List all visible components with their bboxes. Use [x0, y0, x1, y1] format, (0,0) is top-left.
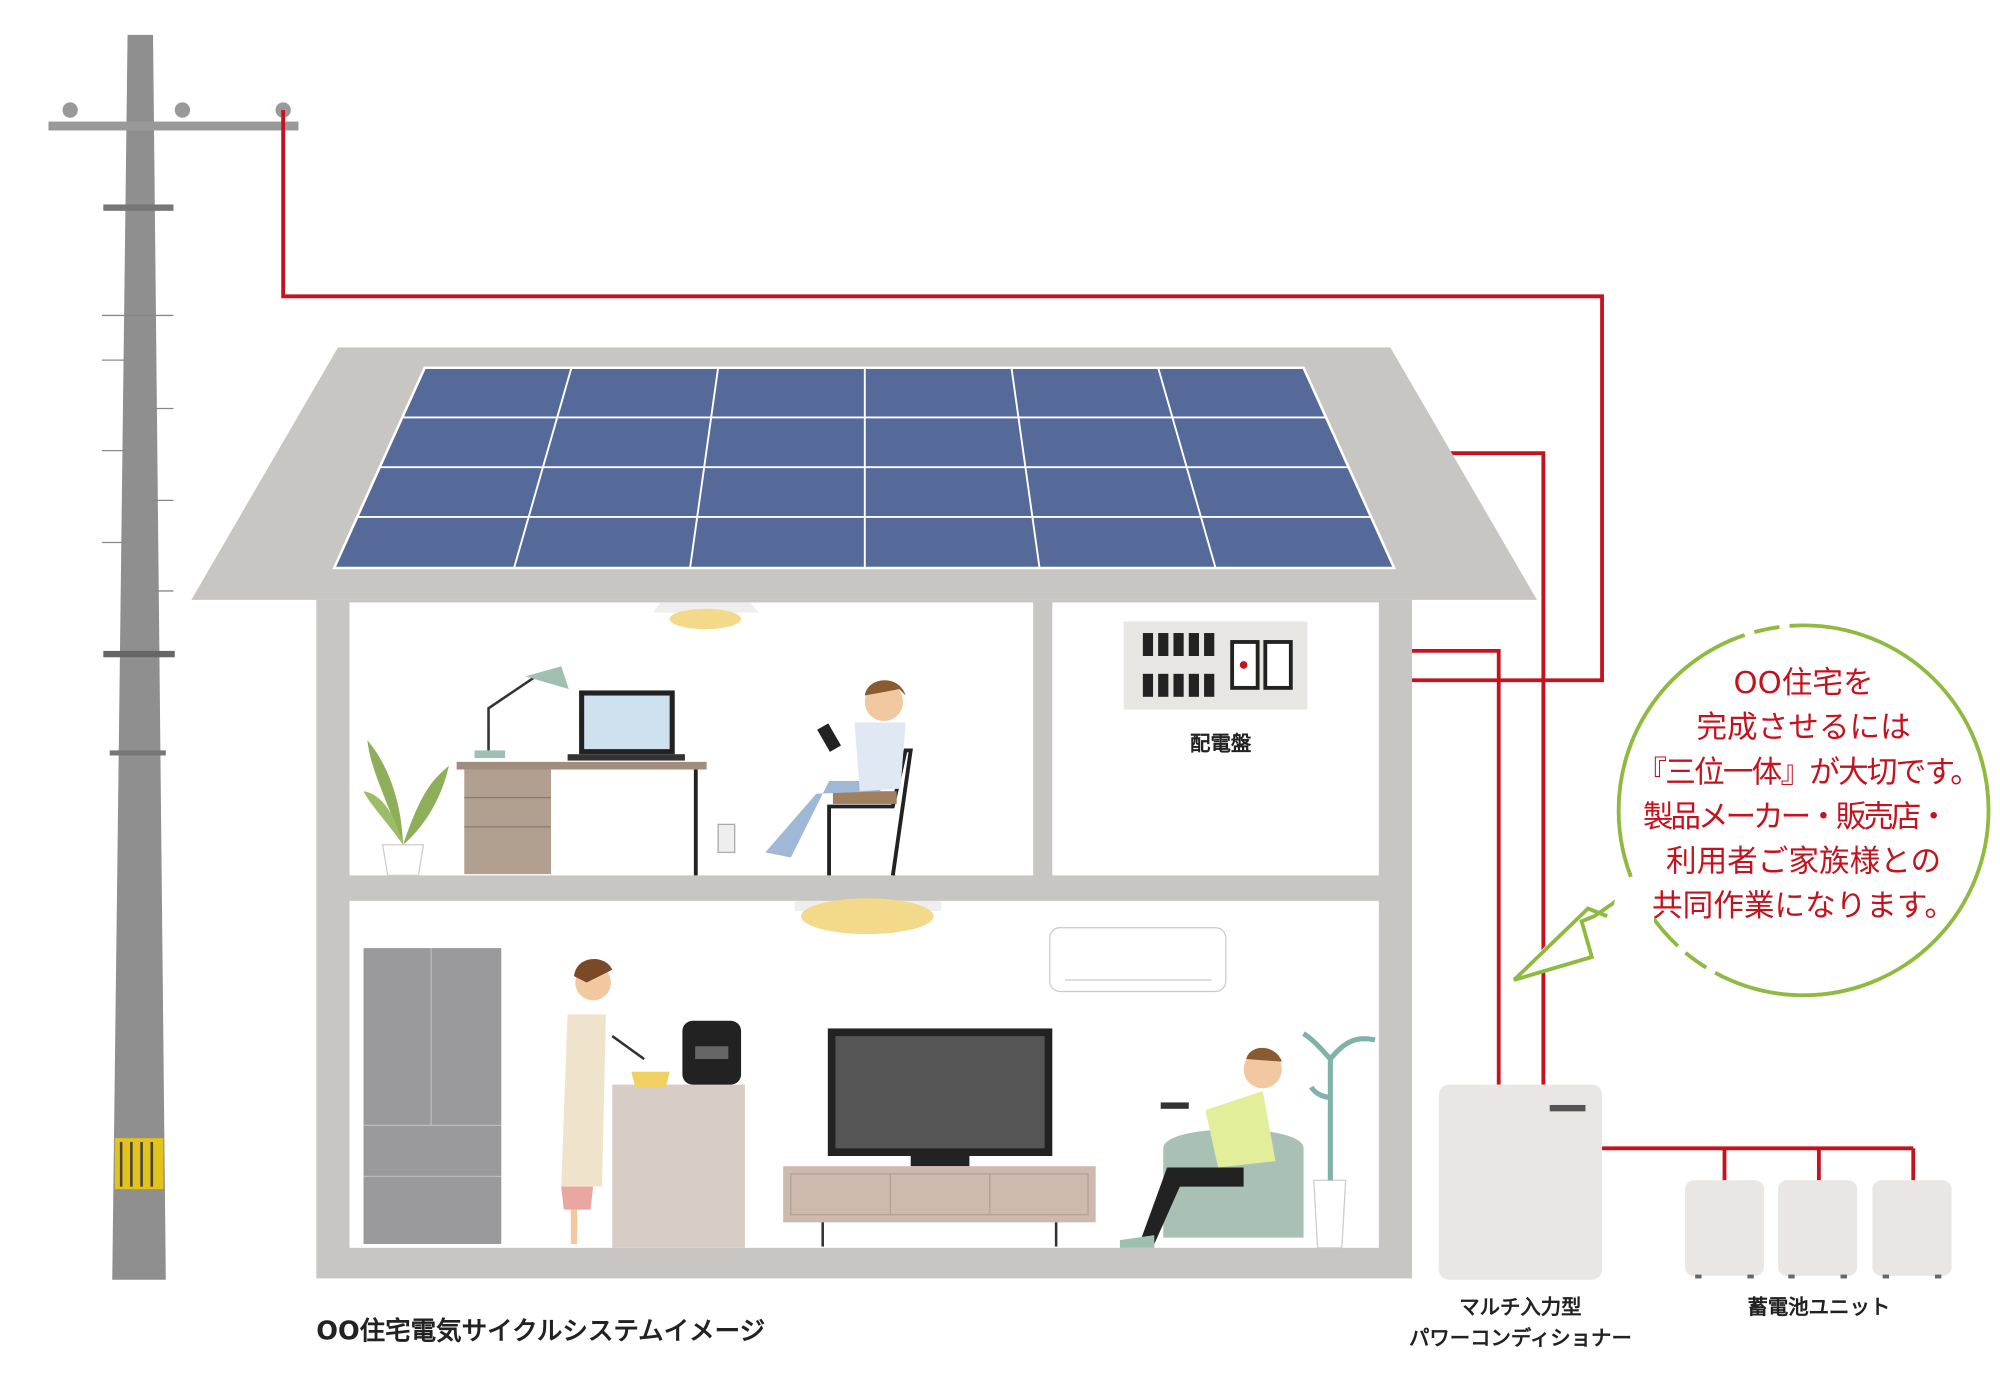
bubble-line-6: 共同作業になります。	[1652, 889, 1955, 924]
power-conditioner	[1438, 1084, 1603, 1280]
bubble-line-5: 利用者ご家族様との	[1666, 845, 1941, 880]
solar-panel	[332, 366, 1397, 570]
houseplant	[363, 740, 449, 877]
distribution-board	[1123, 621, 1308, 710]
bubble-line-4: 製品メーカー・販売店・	[1643, 800, 1949, 835]
television	[783, 1028, 1096, 1247]
speech-bubble: OO住宅を 完成させるには 『三位一体』が大切です。 製品メーカー・販売店・ 利…	[1512, 623, 2000, 1036]
battery-units	[1684, 1180, 1952, 1279]
ceiling-light-glow	[801, 898, 934, 935]
bubble-line-3: 『三位一体』が大切です。	[1636, 755, 1980, 790]
bubble-line-2: 完成させるには	[1696, 711, 1910, 746]
power-conditioner-label-2: パワーコンディショナー	[1409, 1326, 1632, 1350]
battery-unit-label: 蓄電池ユニット	[1748, 1295, 1891, 1319]
ceiling-light-glow	[669, 608, 742, 630]
utility-pole	[48, 34, 299, 1280]
distribution-board-label: 配電盤	[1190, 731, 1252, 755]
power-conditioner-label-1: マルチ入力型	[1459, 1295, 1581, 1319]
person-on-sofa	[1119, 1031, 1376, 1249]
person-cooking	[561, 958, 645, 1245]
refrigerator	[363, 948, 502, 1245]
power-outlet	[717, 823, 736, 854]
kitchen-counter	[612, 1020, 745, 1248]
air-conditioner	[1049, 927, 1227, 993]
diagram-caption: OO住宅電気サイクルシステムイメージ	[316, 1317, 765, 1347]
desk	[456, 666, 707, 876]
person-with-phone	[765, 680, 913, 876]
bubble-line-1: OO住宅を	[1734, 666, 1874, 701]
ceiling-light	[653, 602, 759, 613]
